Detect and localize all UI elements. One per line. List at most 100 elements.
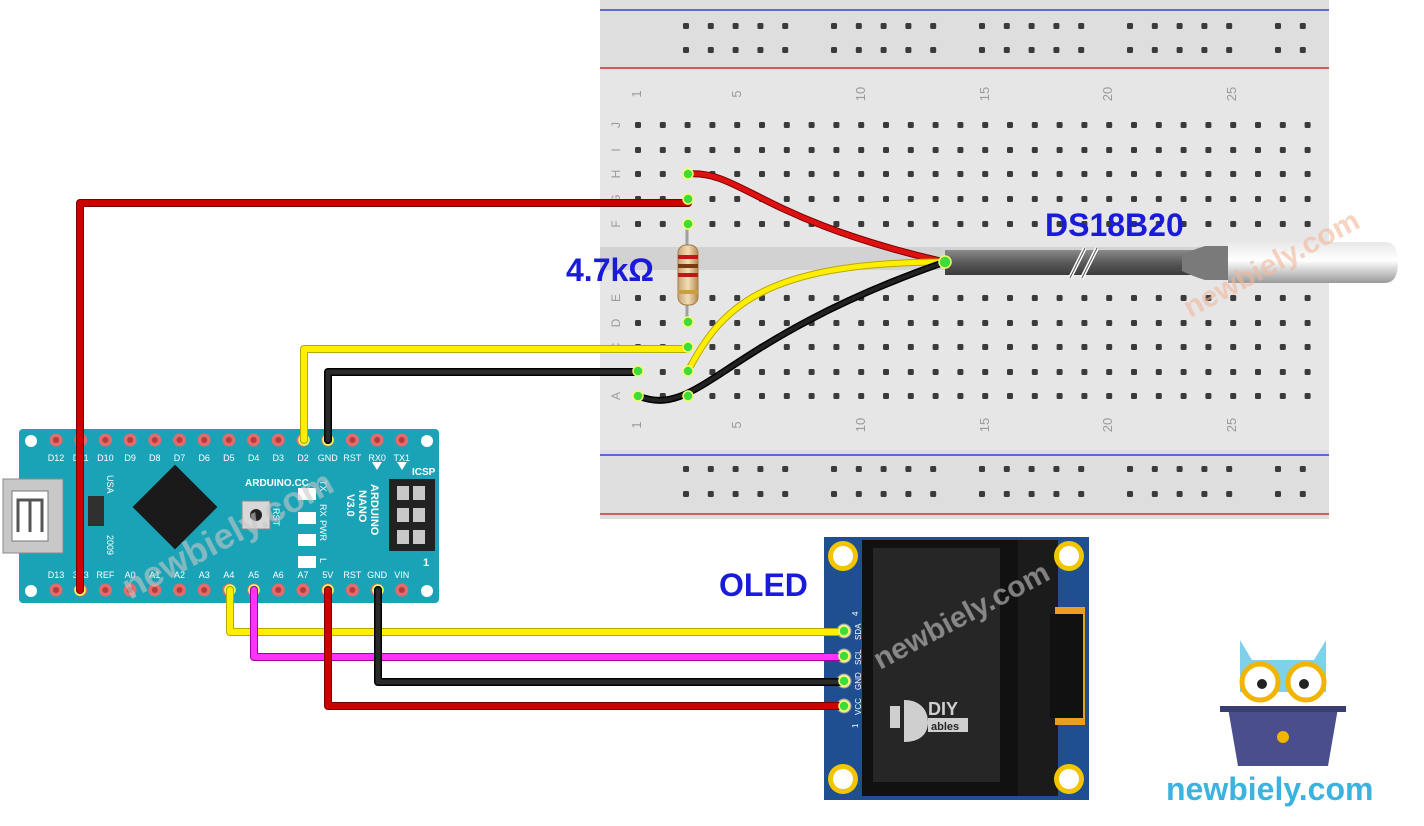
arduino-pin-label: REF (96, 570, 115, 580)
rail-hole (683, 491, 689, 497)
breadboard-hole (858, 369, 865, 375)
wire-ground-breadboard (325, 369, 641, 443)
led-label-pwr: PWR (318, 520, 328, 541)
breadboard-hole (1031, 344, 1038, 350)
breadboard-hole (1007, 393, 1013, 399)
rail-hole (1078, 23, 1085, 29)
breadboard-hole (734, 369, 741, 375)
rail-hole (1275, 466, 1281, 472)
breadboard-hole (783, 344, 790, 350)
breadboard-hole (907, 320, 914, 326)
wire-endpoints (632, 168, 952, 712)
breadboard-hole (734, 122, 741, 128)
rail-hole (930, 491, 937, 497)
row-letter-j: J (609, 122, 623, 128)
resistor-value-label: 4.7kΩ (566, 252, 654, 288)
breadboard-hole (1230, 147, 1237, 153)
breadboard-hole (932, 320, 939, 326)
breadboard-hole (1304, 147, 1311, 153)
breadboard-hole (1205, 147, 1212, 153)
rail-hole (1201, 47, 1208, 53)
breadboard-hole (635, 221, 641, 227)
rail-hole (1299, 47, 1306, 53)
breadboard-hole (1304, 320, 1311, 326)
breadboard-hole (1106, 344, 1113, 350)
led-l (298, 556, 316, 568)
ds18b20-sensor (945, 242, 1398, 283)
breadboard-hole (1180, 147, 1187, 153)
col-number-10-top: 10 (853, 87, 868, 101)
breadboard-hole (1180, 221, 1187, 227)
breadboard-hole (1230, 369, 1237, 375)
breadboard-hole (957, 147, 964, 153)
breadboard-hole (1304, 171, 1311, 177)
col-number-25-top: 25 (1224, 87, 1239, 101)
board-name-line-2: NANO (356, 490, 368, 523)
oled-label: OLED (719, 567, 808, 603)
breadboard-hole (1056, 393, 1063, 399)
breadboard-hole (982, 320, 989, 326)
breadboard-hole (883, 122, 889, 128)
breadboard-hole (1205, 320, 1212, 326)
rail-hole (930, 23, 937, 29)
row-letter-i: I (609, 148, 623, 151)
wires (76, 170, 949, 710)
rail-hole (1201, 491, 1208, 497)
led-label-l: L (318, 558, 328, 563)
rx-arrow-icon (372, 462, 382, 470)
breadboard-hole (1230, 393, 1237, 399)
sensor-probe (1228, 242, 1398, 283)
rail-hole (1226, 23, 1233, 29)
rail-hole (782, 47, 789, 53)
breadboard-hole (659, 369, 666, 375)
breadboard-hole (783, 122, 790, 128)
rail-hole (930, 466, 937, 472)
row-letter-f: F (609, 220, 623, 227)
breadboard-hole (1255, 344, 1261, 350)
icsp-pin (413, 508, 425, 522)
icsp-pin (397, 486, 409, 500)
icsp-label: ICSP (412, 467, 436, 478)
arduino-pin-label: TX1 (394, 453, 411, 463)
breadboard-hole (635, 295, 641, 301)
breadboard-hole (1007, 320, 1013, 326)
breadboard-hole (1205, 221, 1212, 227)
mount-hole (421, 585, 433, 597)
arduino-pin-label: D6 (198, 453, 210, 463)
arduino-pin-label: A0 (125, 570, 136, 580)
breadboard-hole (1007, 122, 1013, 128)
breadboard-hole (659, 147, 666, 153)
row-letter-a: A (609, 392, 623, 400)
arduino-pin-label: A2 (174, 570, 185, 580)
breadboard-hole (833, 171, 840, 177)
rail-hole (683, 466, 689, 472)
row-letter-d: D (609, 318, 623, 327)
rail-hole (1078, 47, 1085, 53)
usa-label: USA (105, 475, 115, 494)
breadboard-hole (1279, 196, 1286, 202)
breadboard-hole (1031, 320, 1038, 326)
breadboard-hole (932, 221, 939, 227)
col-number-1-bottom: 1 (629, 421, 644, 428)
breadboard-hole (734, 147, 741, 153)
breadboard-hole (932, 393, 939, 399)
rail-hole (707, 491, 714, 497)
rail-hole (1053, 23, 1060, 29)
breadboard-hole (1304, 344, 1311, 350)
breadboard-hole (957, 295, 964, 301)
breadboard-hole (783, 393, 790, 399)
breadboard-hole (833, 122, 840, 128)
breadboard-hole (1180, 369, 1187, 375)
breadboard-hole (1106, 196, 1113, 202)
breadboard-hole (932, 147, 939, 153)
breadboard-hole (1180, 196, 1187, 202)
breadboard-hole (808, 369, 815, 375)
breadboard-hole (1131, 196, 1137, 202)
wire-gnd (375, 587, 848, 685)
rail-hole (1003, 491, 1010, 497)
rail-hole (979, 23, 985, 29)
wire-scl (251, 587, 848, 660)
breadboard-hole (635, 147, 641, 153)
breadboard-hole (808, 147, 815, 153)
breadboard-hole (1031, 221, 1038, 227)
